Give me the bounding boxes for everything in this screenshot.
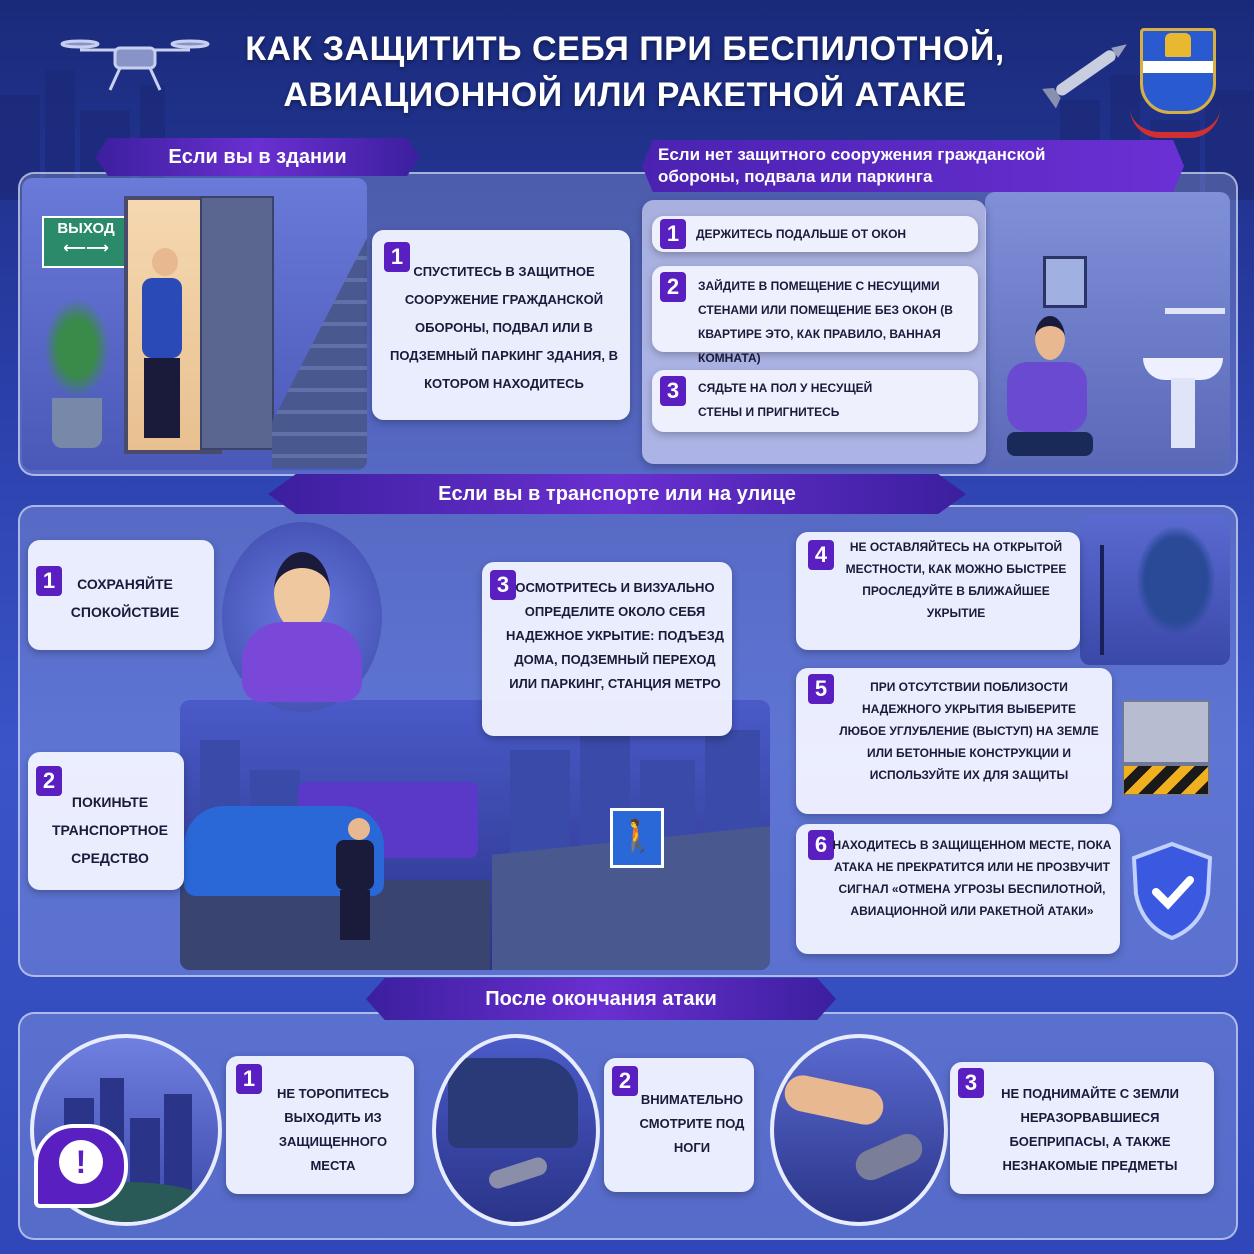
noshelter-step-3-card: 3 СЯДЬТЕ НА ПОЛ У НЕСУЩЕЙ СТЕНЫ И ПРИГНИ… (652, 370, 978, 432)
hand-circle-illustration (770, 1034, 948, 1226)
running-man-icon (336, 818, 384, 948)
shelf-icon (1165, 308, 1225, 314)
alert-bubble-icon: ! (34, 1124, 128, 1208)
exit-sign: ВЫХОД ⟵⟶ (42, 216, 130, 268)
street-step-2-card: 2 ПОКИНЬТЕ ТРАНСПОРТНОЕ СРЕДСТВО (28, 752, 184, 890)
after-step-3-text: НЕ ПОДНИМАЙТЕ С ЗЕМЛИ НЕРАЗОРВАВШИЕСЯ БО… (1001, 1086, 1179, 1173)
noshelter-step-1-text: ДЕРЖИТЕСЬ ПОДАЛЬШЕ ОТ ОКОН (696, 227, 907, 241)
title-line-2: АВИАЦИОННОЙ ИЛИ РАКЕТНОЙ АТАКЕ (283, 76, 967, 114)
shield-check-icon (1131, 841, 1213, 940)
building-scene: ВЫХОД ⟵⟶ (22, 178, 367, 470)
street-step-3-text: ОСМОТРИТЕСЬ И ВИЗУАЛЬНО ОПРЕДЕЛИТЕ ОКОЛО… (506, 580, 724, 691)
bathroom-scene (985, 192, 1230, 470)
street-step-4-text: НЕ ОСТАВЛЯЙТЕСЬ НА ОТКРЫТОЙ МЕСТНОСТИ, К… (845, 540, 1067, 620)
section-after-title: После окончания атаки (366, 978, 836, 1020)
plant-leaves-icon (44, 298, 110, 398)
hand-icon (781, 1071, 887, 1129)
building-step-text: СПУСТИТЕСЬ В ЗАЩИТНОЕ СООРУЖЕНИЕ ГРАЖДАН… (390, 264, 618, 391)
bomb-icon (850, 1129, 928, 1185)
street-step-6-card: 6 НАХОДИТЕСЬ В ЗАЩИЩЕННОМ МЕСТЕ, ПОКА АТ… (796, 824, 1120, 954)
page-title: КАК ЗАЩИТИТЬ СЕБЯ ПРИ БЕСПИЛОТНОЙ, АВИАЦ… (150, 26, 1100, 118)
street-step-1-text: СОХРАНЯЙТЕ СПОКОЙСТВИЕ (70, 576, 180, 620)
after-step-2-card: 2 ВНИМАТЕЛЬНО СМОТРИТЕ ПОД НОГИ (604, 1058, 754, 1192)
person-walking-icon (142, 248, 187, 448)
street-step-3-card: 3 ОСМОТРИТЕСЬ И ВИЗУАЛЬНО ОПРЕДЕЛИТЕ ОКО… (482, 562, 732, 736)
calm-woman-illustration (222, 522, 382, 712)
street-step-4-card: 4 НЕ ОСТАВЛЯЙТЕСЬ НА ОТКРЫТОЙ МЕСТНОСТИ,… (796, 532, 1080, 650)
step-number-badge: 2 (612, 1066, 638, 1096)
crown-icon (1165, 33, 1191, 57)
after-step-3-card: 3 НЕ ПОДНИМАЙТЕ С ЗЕМЛИ НЕРАЗОРВАВШИЕСЯ … (950, 1062, 1214, 1194)
street-step-5-card: 5 ПРИ ОТСУТСТВИИ ПОБЛИЗОСТИ НАДЕЖНОГО УК… (796, 668, 1112, 814)
shell-icon (486, 1155, 550, 1191)
missile-icon (1042, 44, 1127, 109)
step-number-badge: 1 (384, 242, 410, 272)
picture-frame-icon (1043, 256, 1087, 308)
after-step-1-card: 1 НЕ ТОРОПИТЕСЬ ВЫХОДИТЬ ИЗ ЗАЩИЩЕННОГО … (226, 1056, 414, 1194)
ribbon-emblem (1130, 108, 1220, 138)
after-step-2-text: ВНИМАТЕЛЬНО СМОТРИТЕ ПОД НОГИ (639, 1092, 745, 1155)
section-after-title-text: После окончания атаки (485, 987, 717, 1010)
section-building-title: Если вы в здании (95, 138, 420, 176)
street-step-2-text: ПОКИНЬТЕ ТРАНСПОРТНОЕ СРЕДСТВО (52, 794, 168, 866)
noshelter-step-2-text: ЗАЙДИТЕ В ПОМЕЩЕНИЕ С НЕСУЩИМИ СТЕНАМИ И… (698, 279, 953, 365)
step-number-badge: 3 (490, 570, 516, 600)
after-step-1-text: НЕ ТОРОПИТЕСЬ ВЫХОДИТЬ ИЗ ЗАЩИЩЕННОГО МЕ… (276, 1086, 390, 1173)
step-number-badge: 2 (36, 766, 62, 796)
title-line-1: КАК ЗАЩИТИТЬ СЕБЯ ПРИ БЕСПИЛОТНОЙ, (245, 30, 1005, 68)
step-number-badge: 1 (660, 219, 686, 249)
step-number-badge: 6 (808, 830, 834, 860)
concrete-block-icon (1122, 700, 1214, 798)
coat-of-arms-emblem (1140, 28, 1216, 114)
street-scene: 🚶 (180, 700, 770, 970)
noshelter-step-3-text: СЯДЬТЕ НА ПОЛ У НЕСУЩЕЙ СТЕНЫ И ПРИГНИТЕ… (698, 381, 873, 419)
section-street-title: Если вы в транспорте или на улице (268, 474, 966, 514)
drone-icon (60, 39, 210, 91)
street-step-5-text: ПРИ ОТСУТСТВИИ ПОБЛИЗОСТИ НАДЕЖНОГО УКРЫ… (839, 680, 1099, 782)
exit-sign-text: ВЫХОД (57, 220, 115, 237)
noshelter-title-line-2: обороны, подвала или паркинга (658, 167, 933, 186)
section-street-title-text: Если вы в транспорте или на улице (438, 482, 796, 505)
noshelter-step-1-card: 1 ДЕРЖИТЕСЬ ПОДАЛЬШЕ ОТ ОКОН (652, 216, 978, 252)
plant-icon (52, 398, 102, 448)
street-step-1-card: 1 СОХРАНЯЙТЕ СПОКОЙСТВИЕ (28, 540, 214, 650)
park-scene (1080, 515, 1230, 665)
arrow-icon: ⟵⟶ (63, 240, 109, 257)
street-step-6-text: НАХОДИТЕСЬ В ЗАЩИЩЕННОМ МЕСТЕ, ПОКА АТАК… (832, 838, 1112, 918)
step-number-badge: 4 (808, 540, 834, 570)
step-number-badge: 2 (660, 272, 686, 302)
sink-stand-icon (1171, 378, 1195, 448)
step-number-badge: 5 (808, 674, 834, 704)
section-building-title-text: Если вы в здании (168, 145, 347, 168)
step-number-badge: 1 (236, 1064, 262, 1094)
sink-icon (1143, 358, 1223, 380)
step-number-badge: 3 (958, 1068, 984, 1098)
noshelter-title-line-1: Если нет защитного сооружения гражданско… (658, 145, 1046, 164)
building-step-card: 1 СПУСТИТЕСЬ В ЗАЩИТНОЕ СООРУЖЕНИЕ ГРАЖД… (372, 230, 630, 420)
step-number-badge: 3 (660, 376, 686, 406)
door (200, 196, 274, 450)
boot-circle-illustration (432, 1034, 600, 1226)
pedestrian-sign-icon: 🚶 (610, 808, 664, 868)
step-number-badge: 1 (36, 566, 62, 596)
noshelter-step-2-card: 2 ЗАЙДИТЕ В ПОМЕЩЕНИЕ С НЕСУЩИМИ СТЕНАМИ… (652, 266, 978, 365)
staircase (272, 238, 367, 468)
street-lamp-icon (1100, 545, 1104, 655)
section-noshelter-title: Если нет защитного сооружения гражданско… (642, 140, 1184, 192)
boot-icon (448, 1058, 578, 1148)
person-sitting-icon (1007, 316, 1097, 456)
